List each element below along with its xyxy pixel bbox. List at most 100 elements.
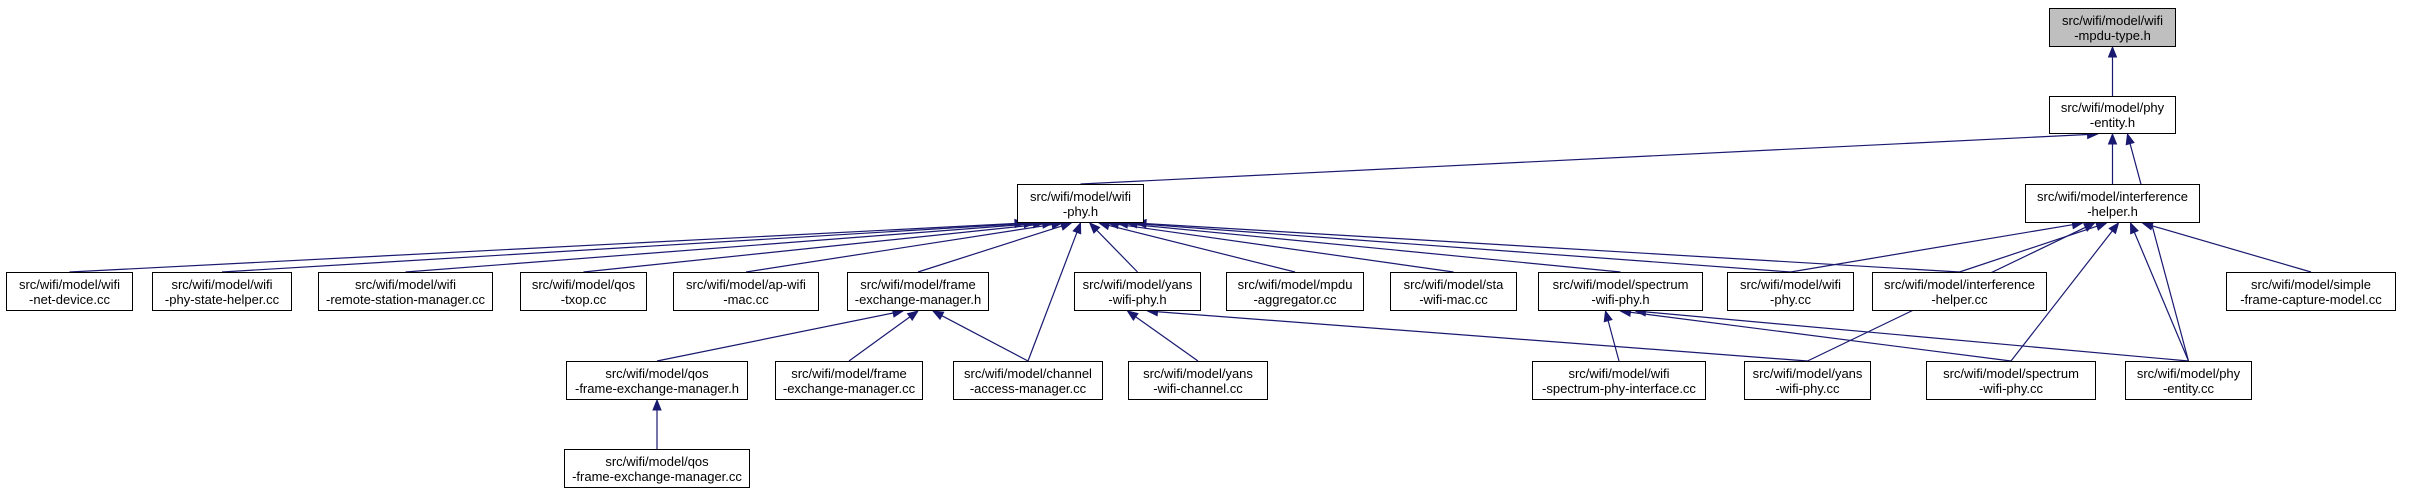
node-line-2: -exchange-manager.cc bbox=[782, 380, 916, 396]
node-line-2: -wifi-mac.cc bbox=[1419, 291, 1488, 307]
edge-yans_wifi_channel_cc-to-yans_wifi_phy_h bbox=[1135, 316, 1199, 362]
node-line-1: src/wifi/model/wifi bbox=[18, 276, 121, 292]
node-line-2: -wifi-phy.h bbox=[1108, 291, 1167, 307]
node-line-1: src/wifi/model/interference bbox=[1884, 276, 2035, 292]
node-qos-txop-cc[interactable]: src/wifi/model/qos -txop.cc bbox=[520, 272, 647, 311]
node-yans-wifi-channel-cc[interactable]: src/wifi/model/yans -wifi-channel.cc bbox=[1128, 361, 1268, 400]
node-line-1: src/wifi/model/wifi bbox=[171, 276, 273, 292]
edge-channel_access_manager_cc-to-wifi_phy_h bbox=[1027, 232, 1078, 362]
node-line-1: src/wifi/model/phy bbox=[2136, 365, 2241, 381]
node-spectrum-wifi-phy-h[interactable]: src/wifi/model/spectrum -wifi-phy.h bbox=[1538, 272, 1703, 311]
edge-arrowhead bbox=[1603, 309, 1613, 323]
node-line-2: -wifi-phy.cc bbox=[1775, 380, 1840, 396]
edge-arrowhead bbox=[2108, 221, 2120, 235]
edge-arrowhead bbox=[1059, 221, 1073, 231]
node-line-2: -remote-station-manager.cc bbox=[326, 291, 485, 307]
node-line-1: src/wifi/model/yans bbox=[1143, 365, 1253, 381]
node-ap-wifi-mac-cc[interactable]: src/wifi/model/ap-wifi -mac.cc bbox=[673, 272, 819, 311]
edge-sta_wifi_mac_cc-to-wifi_phy_h bbox=[1118, 223, 1454, 273]
node-frame-exchange-manager-cc[interactable]: src/wifi/model/frame -exchange-manager.c… bbox=[775, 361, 923, 400]
edge-arrowhead bbox=[652, 398, 662, 411]
node-line-2: -frame-capture-model.cc bbox=[2240, 291, 2382, 307]
edge-wifi_phy_state_helper_cc-to-wifi_phy_h bbox=[221, 223, 1025, 273]
node-line-2: -frame-exchange-manager.cc bbox=[572, 468, 742, 484]
node-line-2: -phy.h bbox=[1062, 203, 1099, 219]
node-line-1: src/wifi/model/frame bbox=[791, 365, 907, 381]
node-qos-frame-exchange-manager-cc[interactable]: src/wifi/model/qos -frame-exchange-manag… bbox=[564, 449, 750, 488]
node-line-1: src/wifi/model/qos bbox=[531, 276, 636, 292]
edge-arrowhead bbox=[2125, 132, 2135, 146]
edge-ap_wifi_mac_cc-to-wifi_phy_h bbox=[745, 223, 1053, 273]
node-line-1: src/wifi/model/sta bbox=[1403, 276, 1504, 292]
node-line-2: -helper.cc bbox=[1931, 291, 1988, 307]
edge-wifi_remote_station_manager_cc-to-wifi_phy_h bbox=[405, 223, 1034, 273]
node-yans-wifi-phy-h[interactable]: src/wifi/model/yans -wifi-phy.h bbox=[1074, 272, 1201, 311]
node-line-1: src/wifi/model/frame bbox=[860, 276, 976, 292]
edge-interference_helper_cc-to-interference_helper_h bbox=[1959, 225, 2098, 273]
edge-arrowhead bbox=[2107, 132, 2118, 145]
node-line-2: -access-manager.cc bbox=[969, 380, 1087, 396]
edge-frame_exchange_manager_h-to-wifi_phy_h bbox=[917, 225, 1062, 273]
node-yans-wifi-phy-cc[interactable]: src/wifi/model/yans -wifi-phy.cc bbox=[1744, 361, 1871, 400]
edge-frame_exchange_manager_cc-to-frame_exchange_manager_h bbox=[848, 316, 911, 362]
node-line-1: src/wifi/model/yans bbox=[1082, 276, 1193, 292]
node-line-2: -frame-exchange-manager.h bbox=[574, 380, 740, 396]
edge-arrowhead bbox=[906, 310, 920, 321]
node-spectrum-wifi-phy-cc[interactable]: src/wifi/model/spectrum -wifi-phy.cc bbox=[1926, 361, 2096, 400]
edge-phy_entity_cc-to-spectrum_wifi_phy_h bbox=[1645, 311, 2189, 362]
node-line-1: src/wifi/model/yans bbox=[1752, 365, 1863, 381]
edge-arrowhead bbox=[1126, 310, 1139, 321]
node-mpdu-aggregator-cc[interactable]: src/wifi/model/mpdu -aggregator.cc bbox=[1226, 272, 1364, 311]
node-line-2: -net-device.cc bbox=[29, 291, 110, 307]
edge-arrowhead bbox=[931, 310, 945, 321]
node-qos-frame-exchange-manager-h[interactable]: src/wifi/model/qos -frame-exchange-manag… bbox=[566, 361, 748, 400]
edge-interference_helper_cc-to-wifi_phy_h bbox=[1145, 222, 1960, 273]
node-line-2: -txop.cc bbox=[560, 291, 607, 307]
node-sta-wifi-mac-cc[interactable]: src/wifi/model/sta -wifi-mac.cc bbox=[1390, 272, 1517, 311]
node-phy-entity-cc[interactable]: src/wifi/model/phy -entity.cc bbox=[2125, 361, 2252, 400]
node-line-1: src/wifi/model/wifi bbox=[2061, 12, 2164, 28]
node-frame-exchange-manager-h[interactable]: src/wifi/model/frame -exchange-manager.h bbox=[847, 272, 989, 311]
edge-phy_entity_cc-to-interference_helper_h bbox=[2133, 231, 2190, 362]
node-phy-entity-h[interactable]: src/wifi/model/phy -entity.h bbox=[2049, 96, 2176, 134]
node-line-2: -mac.cc bbox=[723, 291, 769, 307]
node-line-2: -aggregator.cc bbox=[1253, 291, 1337, 307]
node-line-1: src/wifi/model/interference bbox=[2037, 188, 2188, 204]
edge-arrowhead bbox=[2095, 221, 2108, 231]
node-line-1: src/wifi/model/phy bbox=[2060, 100, 2165, 115]
node-line-1: src/wifi/model/qos bbox=[605, 453, 709, 469]
node-line-1: src/wifi/model/wifi bbox=[1568, 365, 1670, 381]
edge-phy_entity_cc-to-phy_entity_h bbox=[2129, 143, 2190, 362]
node-wifi-net-device-cc[interactable]: src/wifi/model/wifi -net-device.cc bbox=[6, 272, 133, 311]
node-line-1: src/wifi/model/ap-wifi bbox=[686, 276, 806, 292]
edge-yans_wifi_phy_h-to-wifi_phy_h bbox=[1096, 229, 1138, 273]
node-line-2: -wifi-phy.h bbox=[1591, 291, 1650, 307]
node-wifi-spectrum-phy-interface-cc[interactable]: src/wifi/model/wifi -spectrum-phy-interf… bbox=[1532, 361, 1706, 400]
node-wifi-phy-h[interactable]: src/wifi/model/wifi -phy.h bbox=[1017, 184, 1144, 223]
edge-arrowhead bbox=[2141, 221, 2154, 231]
node-line-2: -entity.cc bbox=[2162, 380, 2215, 396]
node-line-1: src/wifi/model/wifi bbox=[354, 276, 457, 292]
edge-wifi_spectrum_phy_interface_cc-to-spectrum_wifi_phy_h bbox=[1607, 320, 1620, 362]
node-wifi-remote-station-manager-cc[interactable]: src/wifi/model/wifi -remote-station-mana… bbox=[318, 272, 493, 311]
node-line-2: -phy-state-helper.cc bbox=[164, 291, 280, 307]
node-channel-access-manager-cc[interactable]: src/wifi/model/channel -access-manager.c… bbox=[953, 361, 1103, 400]
node-interference-helper-h[interactable]: src/wifi/model/interference -helper.h bbox=[2025, 184, 2200, 223]
node-interference-helper-cc[interactable]: src/wifi/model/interference -helper.cc bbox=[1872, 272, 2047, 311]
node-wifi-phy-cc[interactable]: src/wifi/model/wifi -phy.cc bbox=[1727, 272, 1854, 311]
edge-mpdu_aggregator_cc-to-wifi_phy_h bbox=[1108, 224, 1296, 273]
node-line-2: -spectrum-phy-interface.cc bbox=[1542, 380, 1696, 396]
node-line-1: src/wifi/model/qos bbox=[605, 365, 709, 381]
node-wifi-mpdu-type-h: src/wifi/model/wifi -mpdu-type.h bbox=[2049, 8, 2176, 47]
edge-wifi_net_device_cc-to-wifi_phy_h bbox=[69, 222, 1016, 273]
node-line-1: src/wifi/model/simple bbox=[2251, 276, 2371, 292]
node-wifi-phy-state-helper-cc[interactable]: src/wifi/model/wifi -phy-state-helper.cc bbox=[152, 272, 292, 311]
node-simple-frame-capture-model-cc[interactable]: src/wifi/model/simple -frame-capture-mod… bbox=[2226, 272, 2396, 311]
node-line-1: src/wifi/model/wifi bbox=[1739, 276, 1842, 292]
edge-wifi_phy_h-to-phy_entity_h bbox=[1080, 133, 2088, 185]
edge-qos_frame_exchange_manager_h-to-frame_exchange_manager_h bbox=[656, 312, 894, 362]
node-line-2: -phy.cc bbox=[1770, 291, 1811, 307]
edge-wifi_phy_cc-to-wifi_phy_h bbox=[1136, 223, 1791, 273]
edge-wifi_phy_cc-to-interference_helper_h bbox=[1790, 224, 2073, 273]
